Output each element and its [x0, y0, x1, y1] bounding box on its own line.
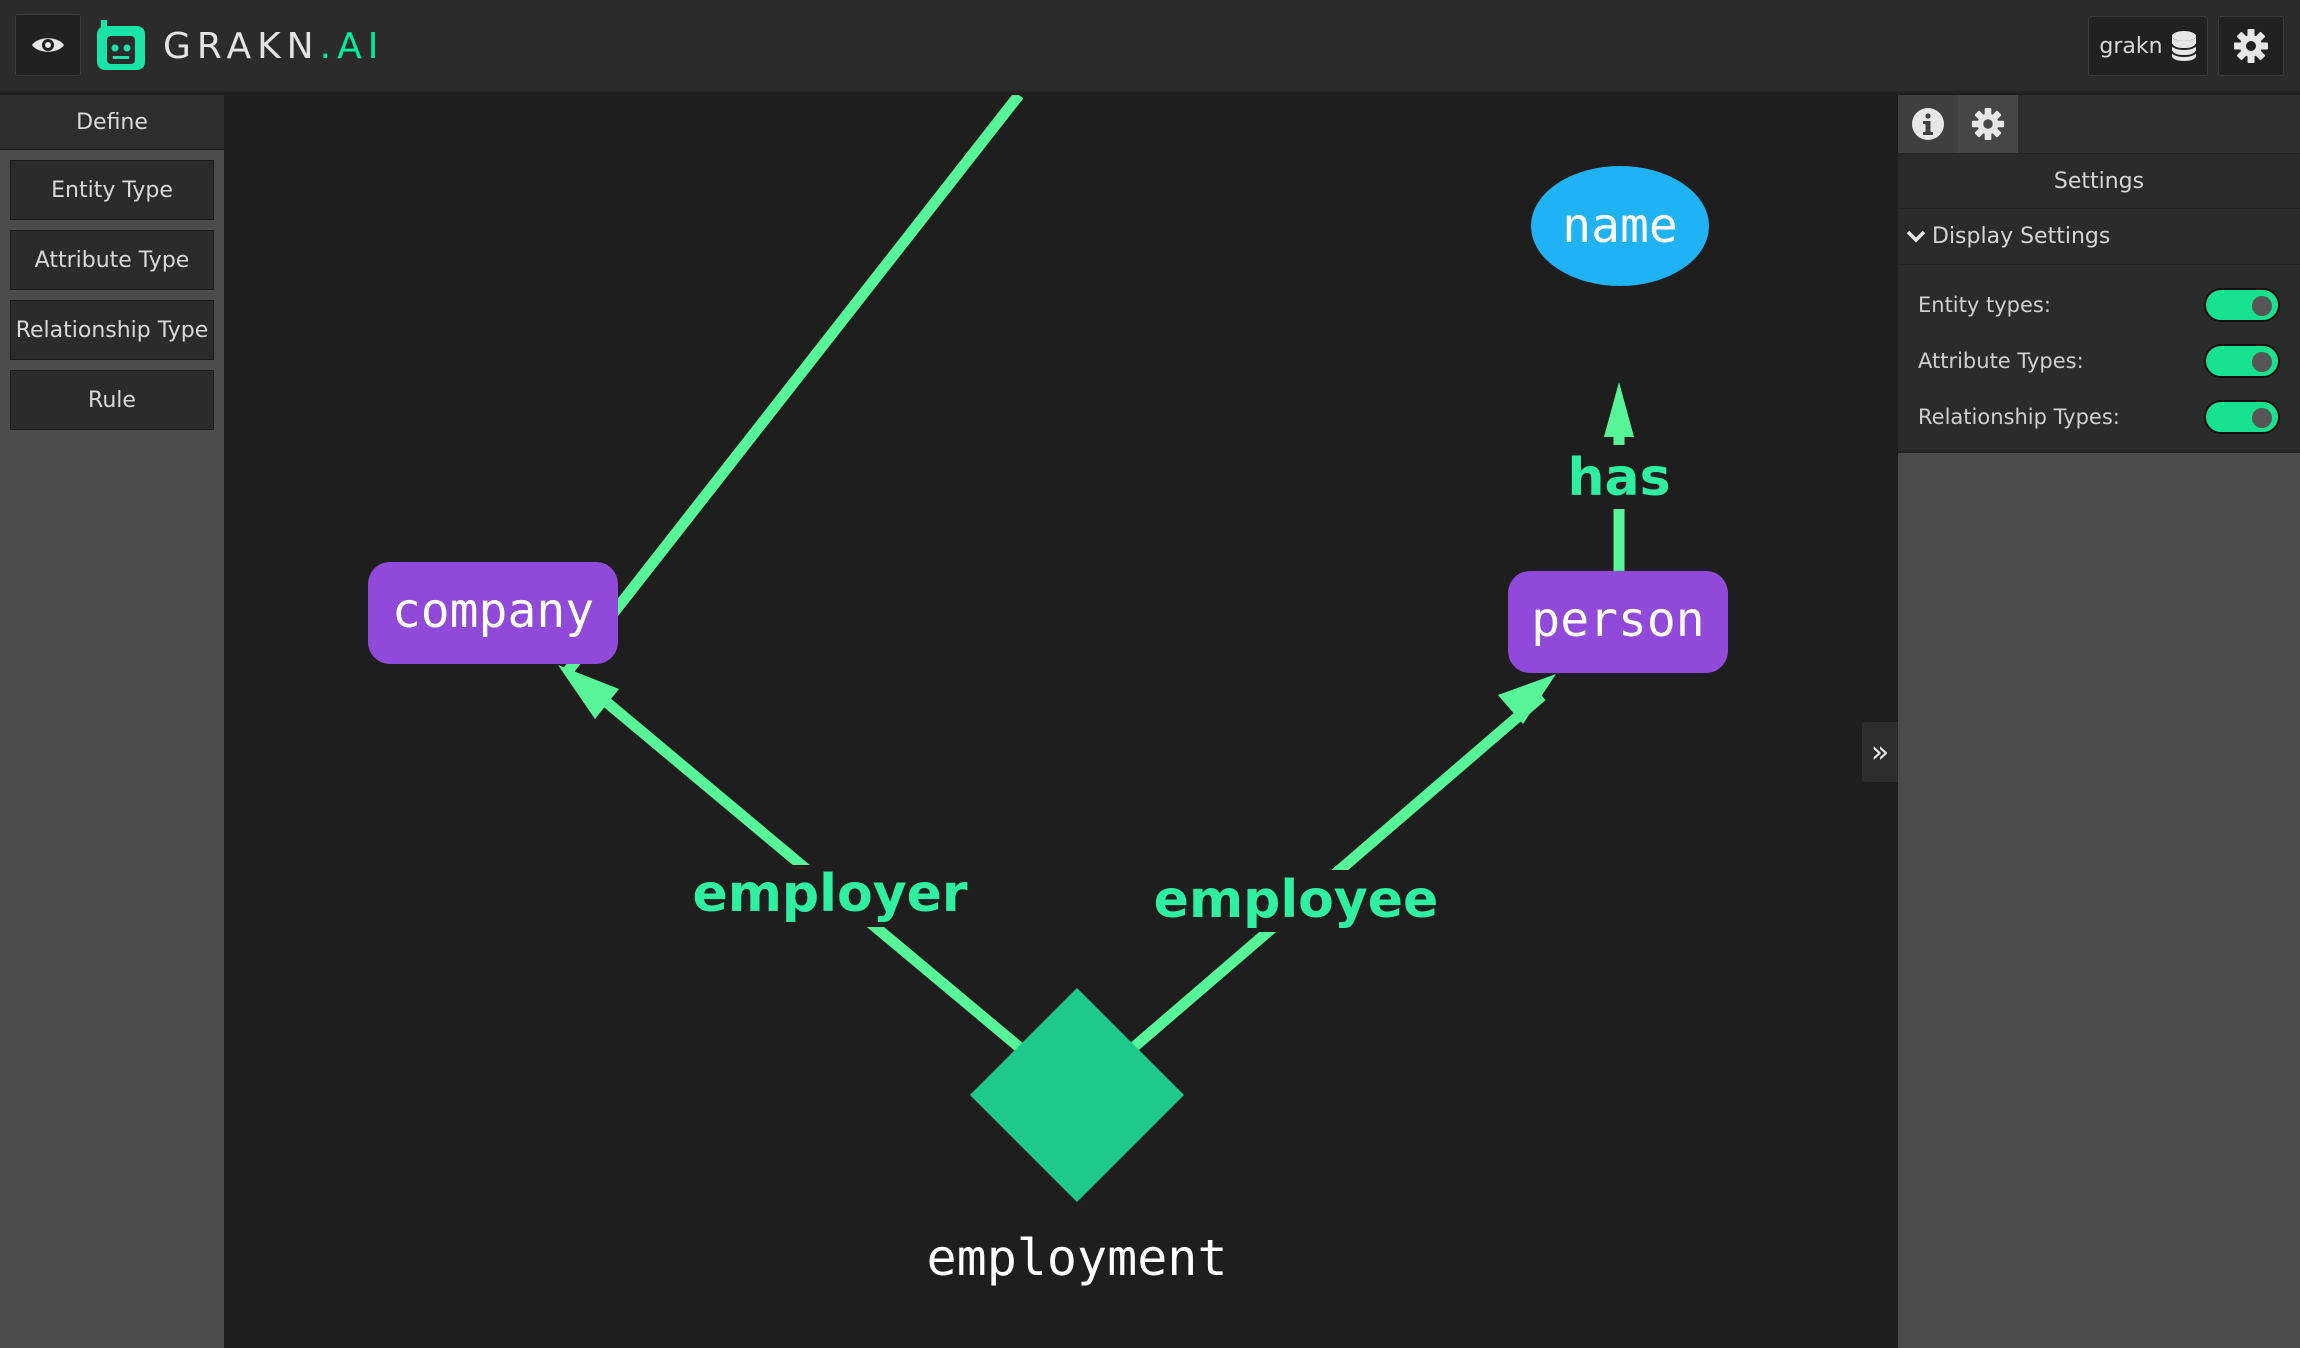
switch-knob [2252, 352, 2272, 372]
eye-icon [32, 38, 64, 52]
logo-text: GRAKN.AI [163, 25, 385, 67]
attribute-type-button[interactable]: Attribute Type [10, 230, 214, 290]
node-employment[interactable] [970, 988, 1184, 1202]
grakn-logo: GRAKN.AI [95, 20, 384, 72]
setting-relationship-types-label: Relationship Types: [1918, 405, 2120, 429]
rule-button[interactable]: Rule [10, 370, 214, 430]
edge-label-has: has [1567, 448, 1670, 508]
settings-panel: Settings Display Settings Entity types: … [1898, 95, 2300, 1348]
edge-label-employer: employer [692, 864, 967, 924]
collapse-panel-button[interactable]: » [1862, 722, 1898, 782]
setting-attribute-types-label: Attribute Types: [1918, 349, 2084, 373]
setting-attribute-types: Attribute Types: [1918, 341, 2280, 381]
tab-info[interactable] [1898, 95, 1958, 153]
node-company[interactable] [368, 562, 618, 664]
switch-knob [2252, 296, 2272, 316]
settings-panel-title: Settings [1898, 153, 2300, 209]
view-toggle-button[interactable] [15, 14, 81, 76]
switch-knob [2252, 408, 2272, 428]
info-icon [1912, 108, 1944, 140]
setting-entity-types-label: Entity types: [1918, 293, 2051, 317]
node-name-label: name [1562, 198, 1678, 254]
define-panel: Define Entity Type Attribute Type Relati… [0, 95, 224, 1348]
edge-employee-arrowhead [1498, 674, 1556, 724]
node-person-label: person [1531, 592, 1704, 648]
edge-employer-arrowhead [558, 665, 619, 719]
edge-label-bg-has [1566, 445, 1672, 509]
tab-settings[interactable] [1958, 95, 2018, 153]
gear-icon [1971, 107, 2005, 141]
node-employment-label: employment [926, 1229, 1227, 1287]
edge-label-employee: employee [1154, 870, 1439, 930]
entity-types-switch[interactable] [2204, 288, 2280, 322]
node-company-label: company [392, 583, 594, 639]
display-settings-body: Entity types: Attribute Types: Relations… [1898, 265, 2300, 453]
display-settings-toggle[interactable]: Display Settings [1898, 209, 2300, 265]
relationship-type-button[interactable]: Relationship Type [10, 300, 214, 360]
edge-has-arrowhead [1604, 382, 1634, 437]
edge-label-bg-employee [1162, 870, 1448, 932]
chevron-down-icon [1906, 230, 1926, 242]
display-settings-title: Display Settings [1932, 224, 2111, 249]
schema-graph[interactable]: employer employee has company person nam… [224, 95, 1898, 1348]
node-name[interactable] [1531, 166, 1709, 286]
relationship-types-switch[interactable] [2204, 400, 2280, 434]
grakn-robot-icon [97, 20, 145, 70]
define-panel-header: Define [0, 95, 224, 150]
attribute-types-switch[interactable] [2204, 344, 2280, 378]
chevron-double-right-icon: » [1870, 734, 1890, 770]
setting-relationship-types: Relationship Types: [1918, 397, 2280, 437]
node-person[interactable] [1508, 571, 1728, 673]
keyspace-label: grakn [2099, 33, 2163, 59]
global-settings-button[interactable] [2218, 16, 2284, 76]
edge-employer[interactable] [563, 95, 1024, 675]
keyspace-selector[interactable]: grakn [2088, 16, 2208, 76]
gear-icon [2234, 29, 2268, 63]
entity-type-button[interactable]: Entity Type [10, 160, 214, 220]
graph-canvas[interactable]: employer employee has company person nam… [224, 95, 1898, 1348]
setting-entity-types: Entity types: [1918, 285, 2280, 325]
edge-label-bg-employer [701, 865, 959, 927]
settings-panel-tabs [1898, 95, 2300, 153]
database-icon [2170, 31, 2197, 61]
top-bar: GRAKN.AI grakn [0, 0, 2300, 93]
